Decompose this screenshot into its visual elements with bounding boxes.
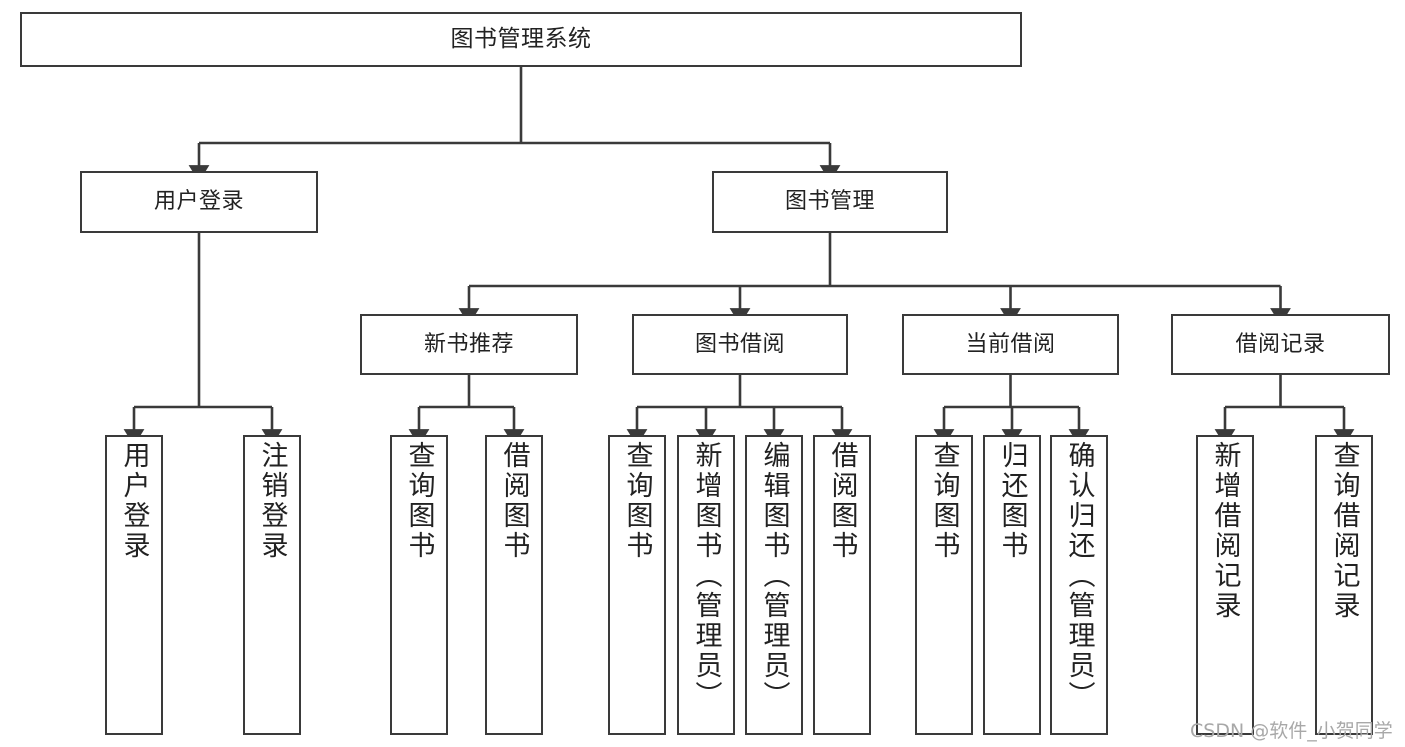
node-leaf_return_book[interactable]: 归还图书 <box>983 435 1041 735</box>
node-leaf_query_book_2[interactable]: 查询图书 <box>608 435 666 735</box>
node-label-book_borrow: 图书借阅 <box>694 331 785 357</box>
node-label-leaf_confirm_return_admin: 确认归还（管理员） <box>1063 441 1095 711</box>
node-leaf_borrow_book_1[interactable]: 借阅图书 <box>485 435 543 735</box>
node-leaf_query_book_3[interactable]: 查询图书 <box>915 435 973 735</box>
node-leaf_confirm_return_admin[interactable]: 确认归还（管理员） <box>1050 435 1108 735</box>
node-label-leaf_borrow_book_1: 借阅图书 <box>498 441 530 561</box>
node-label-book_mgmt: 图书管理 <box>784 189 875 215</box>
node-leaf_query_book_1[interactable]: 查询图书 <box>390 435 448 735</box>
node-label-borrow_record: 借阅记录 <box>1235 331 1326 357</box>
node-current_borrow[interactable]: 当前借阅 <box>902 314 1119 375</box>
node-label-leaf_add_borrow_record: 新增借阅记录 <box>1209 441 1241 621</box>
node-leaf_edit_book_admin[interactable]: 编辑图书（管理员） <box>745 435 803 735</box>
node-leaf_user_login[interactable]: 用户登录 <box>105 435 163 735</box>
node-label-leaf_borrow_book_2: 借阅图书 <box>826 441 858 561</box>
node-root[interactable]: 图书管理系统 <box>20 12 1022 67</box>
node-label-leaf_query_book_1: 查询图书 <box>403 441 435 561</box>
node-borrow_record[interactable]: 借阅记录 <box>1171 314 1390 375</box>
node-label-leaf_edit_book_admin: 编辑图书（管理员） <box>758 441 790 711</box>
node-label-leaf_return_book: 归还图书 <box>996 441 1028 561</box>
node-label-leaf_query_book_2: 查询图书 <box>621 441 653 561</box>
node-label-leaf_user_login: 用户登录 <box>118 441 150 561</box>
node-label-user_login: 用户登录 <box>153 189 244 215</box>
node-label-current_borrow: 当前借阅 <box>965 331 1056 357</box>
node-book_borrow[interactable]: 图书借阅 <box>632 314 848 375</box>
node-leaf_add_borrow_record[interactable]: 新增借阅记录 <box>1196 435 1254 735</box>
node-new_book_rec[interactable]: 新书推荐 <box>360 314 578 375</box>
node-label-leaf_add_book_admin: 新增图书（管理员） <box>690 441 722 711</box>
node-label-leaf_query_borrow_record: 查询借阅记录 <box>1328 441 1360 621</box>
node-label-leaf_logout: 注销登录 <box>256 441 288 561</box>
node-label-leaf_query_book_3: 查询图书 <box>928 441 960 561</box>
node-leaf_query_borrow_record[interactable]: 查询借阅记录 <box>1315 435 1373 735</box>
node-book_mgmt[interactable]: 图书管理 <box>712 171 948 233</box>
csdn-watermark: CSDN @软件_小贺同学 <box>1190 720 1393 742</box>
node-label-new_book_rec: 新书推荐 <box>423 331 514 357</box>
node-leaf_add_book_admin[interactable]: 新增图书（管理员） <box>677 435 735 735</box>
node-label-root: 图书管理系统 <box>450 25 592 52</box>
node-leaf_borrow_book_2[interactable]: 借阅图书 <box>813 435 871 735</box>
node-user_login[interactable]: 用户登录 <box>80 171 318 233</box>
node-leaf_logout[interactable]: 注销登录 <box>243 435 301 735</box>
